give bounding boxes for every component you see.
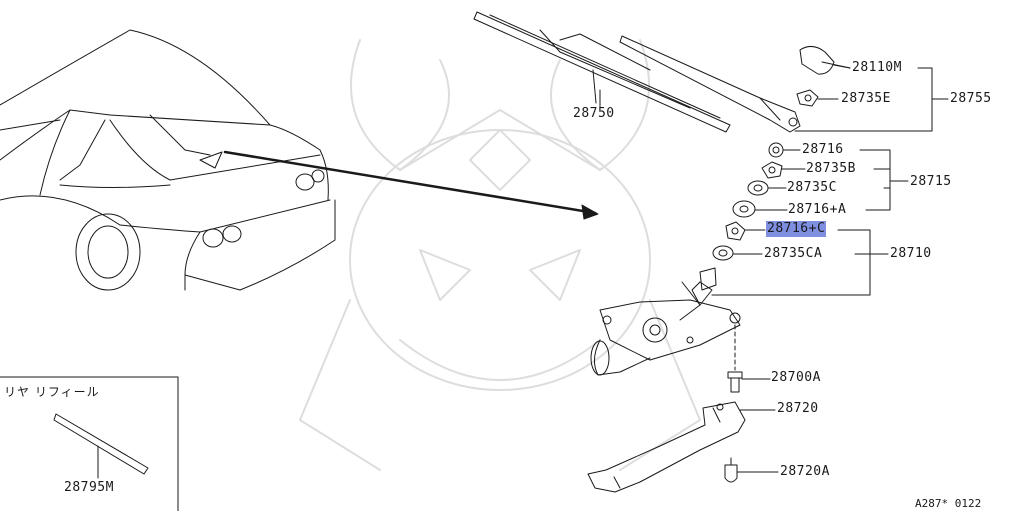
car-illustration [0, 29, 336, 291]
inset-box [0, 376, 179, 511]
inset-title: リヤ リフィール [4, 385, 100, 399]
wiper-blade-28750 [473, 11, 731, 133]
part-label-28735C[interactable]: 28735C [787, 180, 837, 195]
wiper-motor-28710 [590, 267, 741, 376]
part-label-28720[interactable]: 28720 [777, 401, 819, 416]
mount-bracket-28720 [587, 401, 776, 493]
part-label-28735B[interactable]: 28735B [806, 161, 856, 176]
part-label-28700A[interactable]: 28700A [771, 370, 821, 385]
pointer-arrow [223, 150, 599, 220]
part-label-28795M[interactable]: 28795M [64, 480, 114, 495]
watermark-emblem [299, 39, 701, 471]
part-label-28110M[interactable]: 28110M [852, 60, 902, 75]
bracket-28710 [711, 229, 871, 296]
clip-28720A [724, 457, 779, 483]
part-label-28710[interactable]: 28710 [890, 246, 932, 261]
bolt-28700A [727, 371, 771, 393]
part-label-28755[interactable]: 28755 [950, 91, 992, 106]
part-label-28735CA[interactable]: 28735CA [764, 246, 823, 261]
wiper-arm-28755 [619, 35, 801, 133]
bracket-28715 [859, 149, 891, 211]
part-stack [712, 142, 806, 261]
part-label-28716C-highlighted[interactable]: 28716+C [766, 221, 827, 237]
part-label-28716A[interactable]: 28716+A [788, 202, 847, 217]
diagram-reference-code: A287* 0122 [915, 497, 982, 510]
part-label-28750[interactable]: 28750 [573, 106, 615, 121]
part-label-28735E[interactable]: 28735E [841, 91, 891, 106]
cap-28110M [799, 46, 851, 75]
nut-28735E [796, 89, 839, 107]
part-label-28720A[interactable]: 28720A [780, 464, 830, 479]
part-label-28715[interactable]: 28715 [910, 174, 952, 189]
part-label-28716[interactable]: 28716 [802, 142, 844, 157]
